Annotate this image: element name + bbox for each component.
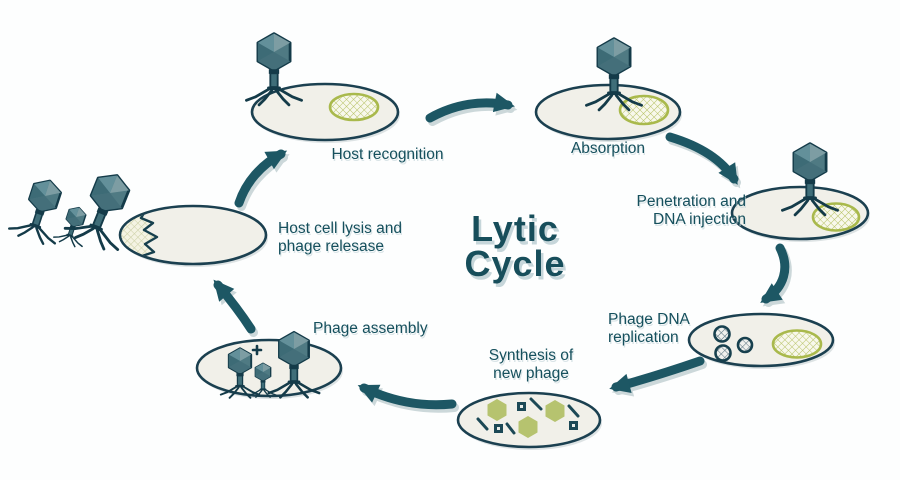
cell-penetration <box>730 185 870 242</box>
arrow-recognition-to-absorption <box>425 92 515 123</box>
new-phage-capsids <box>494 402 578 433</box>
cell-phage-assembly <box>195 330 343 399</box>
arrow-lysis-to-recognition <box>234 149 288 208</box>
arrow-assembly-to-lysis <box>213 279 256 334</box>
label-penetration-dna-injection: Penetration and DNA injection <box>636 193 746 228</box>
nucleoid <box>811 202 861 232</box>
new-phage-parts <box>476 397 580 435</box>
cell-host-recognition <box>250 82 400 143</box>
diagram-title: Lytic Cycle <box>464 208 566 284</box>
cycle-arrows <box>213 92 790 410</box>
assembly-part <box>251 344 263 356</box>
nucleoid <box>328 92 380 122</box>
label-host-cell-lysis: Host cell lysis and phage relesase <box>278 220 403 255</box>
cell-synthesis <box>456 391 602 450</box>
new-phage-head <box>518 416 538 438</box>
arrow-penetration-to-replication <box>760 243 790 304</box>
label-synthesis-new-phage: Synthesis of new phage <box>488 347 574 382</box>
cell-lysis <box>118 204 268 267</box>
arrow-absorption-to-penetration <box>665 132 739 185</box>
new-phage-head <box>545 400 565 422</box>
arrow-replication-to-synthesis <box>609 356 705 394</box>
nucleoid <box>771 329 823 359</box>
new-phage-head <box>487 399 507 421</box>
label-phage-dna-replication: Phage DNA replication <box>608 311 690 346</box>
label-host-recognition: Host recognition <box>331 146 444 163</box>
phage-dna-circle <box>714 344 732 362</box>
phage-dna-circle <box>713 325 731 343</box>
cell-absorption <box>534 83 682 142</box>
cell-dna-replication <box>687 312 835 369</box>
label-phage-assembly: Phage assembly <box>313 320 428 337</box>
arrow-synthesis-to-assembly <box>357 383 457 410</box>
label-absorption: Absorption <box>570 140 646 157</box>
phage-dna-circle <box>736 336 754 354</box>
